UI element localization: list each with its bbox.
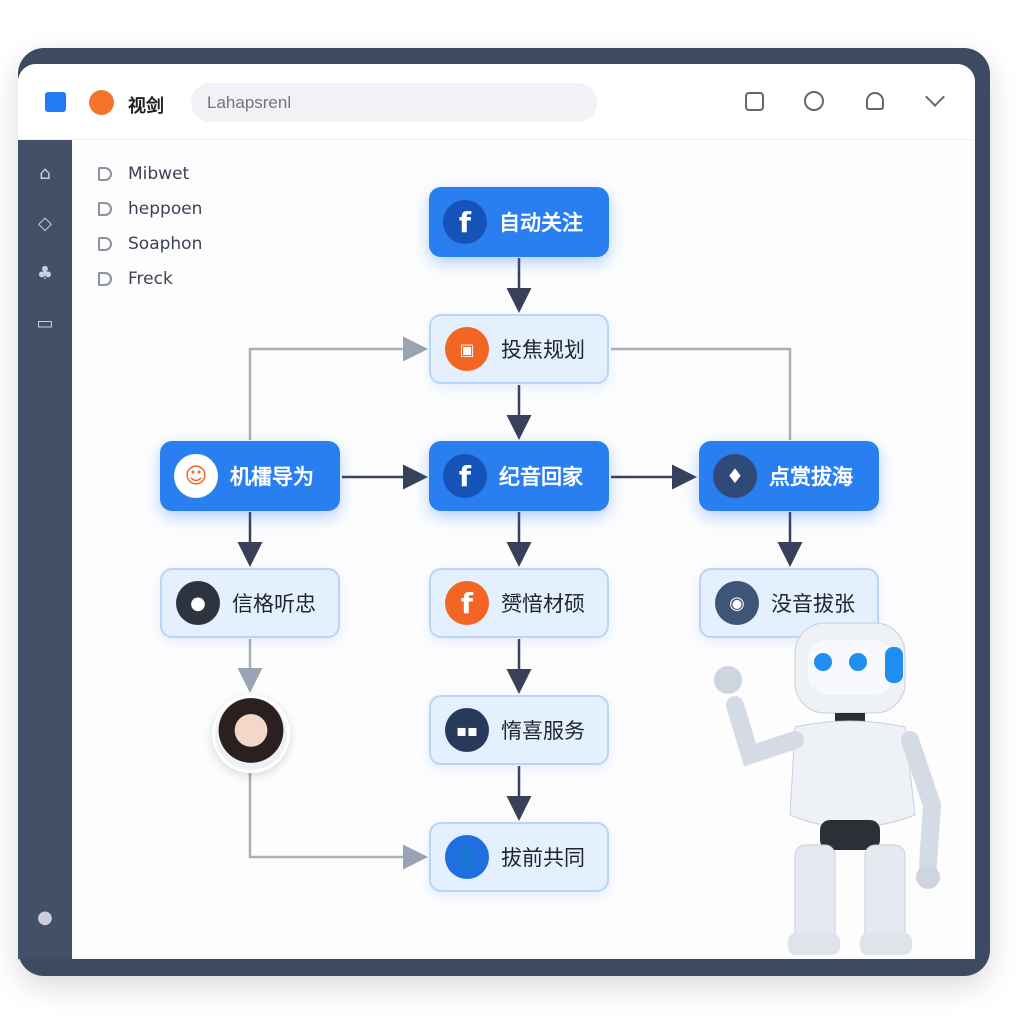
home-icon[interactable]: ⌂ <box>39 163 51 184</box>
folder-icon[interactable] <box>45 92 66 112</box>
comment-icon[interactable]: ▭ <box>36 313 54 334</box>
tree-item-label: Mibwet <box>128 163 190 184</box>
play-icon <box>98 236 112 251</box>
avatar[interactable] <box>212 695 290 773</box>
user-icon[interactable] <box>866 92 884 110</box>
tree-item-label: Soaphon <box>128 233 203 254</box>
node-guide[interactable]: ☺ 机檑导为 <box>160 441 340 511</box>
node-label: 自动关注 <box>499 211 583 235</box>
node-label: 点赏拔海 <box>769 465 853 489</box>
node-label: 赟愔材硕 <box>501 592 585 616</box>
group-icon[interactable]: ♣ <box>36 263 54 284</box>
robot-illustration <box>714 622 942 955</box>
tree-item[interactable]: Freck <box>98 261 202 296</box>
message-icon: ▪▪ <box>445 708 489 752</box>
edit-icon[interactable] <box>745 92 764 111</box>
header: 视剑 <box>18 64 975 140</box>
node-auto-follow[interactable]: f 自动关注 <box>429 187 609 257</box>
camera-icon: ◉ <box>715 581 759 625</box>
node-home[interactable]: f 纪音回家 <box>429 441 609 511</box>
facebook-icon: f <box>445 581 489 625</box>
edge <box>248 772 428 870</box>
tree-item[interactable]: heppoen <box>98 191 202 226</box>
node-label: 信格听忠 <box>232 592 316 616</box>
play-icon <box>98 201 112 216</box>
app-title: 视剑 <box>128 96 164 117</box>
node-like[interactable]: ♦ 点赏拔海 <box>699 441 879 511</box>
edge <box>611 347 792 440</box>
node-label: 惰喜服务 <box>501 719 585 743</box>
node-label: 纪音回家 <box>499 465 583 489</box>
facebook-icon: f <box>443 454 487 498</box>
box-icon: ▣ <box>445 327 489 371</box>
node-service[interactable]: ▪▪ 惰喜服务 <box>429 695 609 765</box>
search-input[interactable] <box>191 83 597 122</box>
node-together[interactable]: 👤 拔前共同 <box>429 822 609 892</box>
tree-list: Mibwet heppoen Soaphon Freck <box>98 156 202 296</box>
tree-item-label: heppoen <box>128 198 203 219</box>
facebook-icon: f <box>443 200 487 244</box>
settings-icon[interactable]: ● <box>37 907 53 928</box>
node-material[interactable]: f 赟愔材硕 <box>429 568 609 638</box>
node-label: 投焦规划 <box>501 338 585 362</box>
node-label: 机檑导为 <box>230 465 314 489</box>
node-trust[interactable]: ● 信格听忠 <box>160 568 340 638</box>
orange-dot-icon <box>89 90 114 115</box>
tag-icon[interactable]: ◇ <box>38 213 52 234</box>
pin-icon: ♦ <box>713 454 757 498</box>
tree-item-label: Freck <box>128 268 173 289</box>
node-label: 拔前共同 <box>501 846 585 870</box>
sidebar: ⌂ ◇ ♣ ▭ ● <box>18 140 72 959</box>
play-icon <box>98 271 112 286</box>
play-icon <box>98 166 112 181</box>
tree-item[interactable]: Mibwet <box>98 156 202 191</box>
node-label: 没音拔张 <box>771 592 855 616</box>
node-plan[interactable]: ▣ 投焦规划 <box>429 314 609 384</box>
chat-icon: ☺ <box>174 454 218 498</box>
user-icon: 👤 <box>445 835 489 879</box>
search-icon[interactable] <box>804 91 824 111</box>
edge <box>248 336 428 440</box>
tree-item[interactable]: Soaphon <box>98 226 202 261</box>
avatar-icon: ● <box>176 581 220 625</box>
